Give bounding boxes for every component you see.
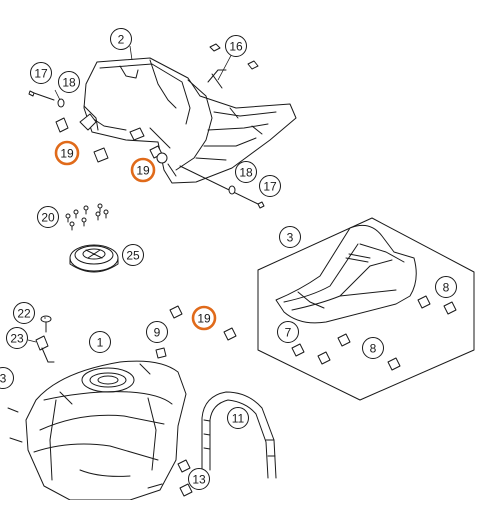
callout-number: 17 — [263, 180, 277, 194]
callout-circle — [6, 327, 28, 349]
callout-number: 16 — [229, 40, 243, 54]
fuel-tank-1-part — [25, 360, 187, 501]
callout-circle — [122, 244, 144, 266]
fuel-cap-25-part — [69, 244, 119, 273]
callout-circle — [277, 321, 299, 343]
callout-c2: 2 — [110, 28, 132, 50]
callout-circle — [37, 206, 59, 228]
callout-number: 7 — [285, 326, 292, 340]
callout-c18b: 18 — [235, 161, 257, 183]
callout-c20: 20 — [37, 206, 59, 228]
callout-c16: 16 — [225, 35, 247, 57]
leader-23 — [27, 339, 37, 343]
screw-17-left-part — [28, 90, 55, 101]
callout-number: 13 — [192, 473, 206, 487]
callout-number: 22 — [17, 307, 31, 321]
callout-c25: 25 — [122, 244, 144, 266]
callout-circle — [13, 302, 35, 324]
callout-circle — [225, 35, 247, 57]
callout-number: 25 — [126, 249, 140, 263]
callout-circle — [188, 468, 210, 490]
callout-circle — [259, 175, 281, 197]
bolts-tank-part — [7, 407, 163, 489]
callout-number: 18 — [239, 166, 253, 180]
callout-circle — [89, 331, 111, 353]
callout-circle — [58, 71, 80, 93]
callout-c7: 7 — [277, 321, 299, 343]
callout-number: 19 — [60, 147, 74, 161]
callout-c17a: 17 — [30, 62, 52, 84]
nut-16-part — [209, 43, 259, 70]
callout-circle — [146, 321, 168, 343]
clip-7-part — [291, 333, 351, 365]
callout-number: 1 — [97, 336, 104, 350]
callout-circle — [227, 407, 249, 429]
clip-9-part — [155, 347, 167, 359]
callout-c22: 22 — [13, 302, 35, 324]
callout-number: 11 — [232, 412, 245, 426]
callout-circle — [110, 28, 132, 50]
callout-circle — [235, 161, 257, 183]
leader-18a — [54, 89, 61, 101]
callout-number: 8 — [443, 281, 450, 295]
callout-c8b: 8 — [362, 337, 384, 359]
callout-number: 2 — [118, 33, 125, 47]
callout-c13: 13 — [188, 468, 210, 490]
callout-circle — [435, 276, 457, 298]
callout-circle — [130, 157, 156, 183]
callout-c1: 1 — [89, 331, 111, 353]
callout-c19b: 19 — [130, 157, 156, 183]
callout-number: 19 — [197, 312, 211, 326]
callout-c8a: 8 — [435, 276, 457, 298]
callout-number: 17 — [34, 67, 48, 81]
grommet-19-left-part — [55, 113, 168, 164]
callout-circle — [0, 367, 14, 389]
callout-number: 20 — [41, 211, 55, 225]
fairing-cover-part — [83, 57, 297, 184]
callout-c19a: 19 — [54, 140, 80, 166]
callout-circle — [191, 305, 217, 331]
callout-circle — [362, 337, 384, 359]
hose-11-part — [201, 391, 277, 479]
screw-17-right-part — [179, 165, 265, 209]
seat-box-frame — [257, 217, 475, 401]
callout-c18a: 18 — [58, 71, 80, 93]
grommet-19-right-part — [169, 305, 237, 341]
vent-22-part — [40, 315, 52, 333]
callout-circle — [30, 62, 52, 84]
callout-number: 19 — [136, 164, 150, 178]
callout-number: 23 — [10, 332, 24, 346]
callout-c11: 11 — [227, 407, 249, 429]
callout-c23: 23 — [6, 327, 28, 349]
callout-circle — [54, 140, 80, 166]
leader-2 — [129, 45, 133, 61]
washer-18-left-part — [57, 98, 65, 108]
callout-number: 3 — [287, 231, 294, 245]
clip-8-upper-part — [417, 295, 457, 315]
callout-c17b: 17 — [259, 175, 281, 197]
callout-c9: 9 — [146, 321, 168, 343]
seat-3-part — [275, 224, 417, 324]
clip-8-lower-part — [387, 357, 401, 371]
callout-circle — [279, 226, 301, 248]
callout-number: 3 — [0, 372, 7, 386]
callout-c3b: 3 — [0, 367, 14, 389]
screws-20-part — [65, 203, 109, 231]
callout-number: 9 — [154, 326, 161, 340]
callout-c19c: 19 — [191, 305, 217, 331]
callout-number: 8 — [370, 342, 377, 356]
fitting-23-part — [35, 335, 55, 363]
clip-13-part — [177, 459, 193, 497]
callout-number: 18 — [62, 76, 76, 90]
callout-c3: 3 — [279, 226, 301, 248]
